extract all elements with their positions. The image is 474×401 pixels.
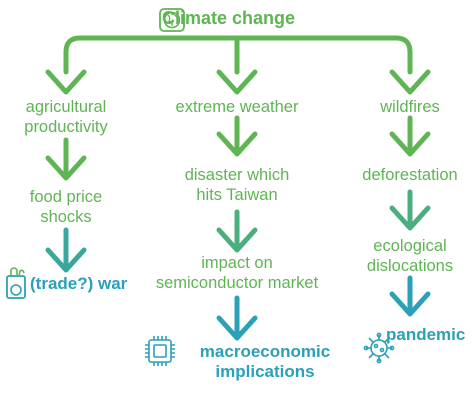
node-text-line: disaster which [184,166,290,184]
arrow-right-2 [389,115,431,157]
node-text-line: productivity [24,118,108,136]
arrow-left-2 [45,137,87,181]
arrow-middle-2 [216,115,258,157]
arrow-right-3 [389,189,431,231]
node-deforestation: deforestation [362,166,458,184]
node-text-line: macroeconomic [199,342,331,361]
node-text-line: impact on [201,254,273,272]
branch-bracket [63,35,413,75]
globe-icon [159,8,185,32]
arrow-right-1 [389,69,431,95]
node-text-line: agricultural [25,98,107,116]
outcome-macroeconomic-implications: macroeconomic implications [178,342,352,382]
arrow-right-4 [389,275,431,317]
fruit-basket-icon [6,267,26,299]
outcome-pandemic: pandemic [386,325,466,344]
node-text-line: semiconductor market [155,274,319,292]
node-agricultural-productivity: agricultural productivity [0,97,132,137]
arrow-left-3 [45,227,87,273]
arrow-middle-3 [216,209,258,253]
node-disaster-taiwan: disaster which hits Taiwan [150,165,324,205]
arrow-left-1 [45,69,87,95]
node-text-line: dislocations [366,257,454,275]
outcome-trade-war: (trade?) war [30,274,128,293]
node-text-line: ecological [373,237,447,255]
node-wildfires: wildfires [380,98,440,116]
node-semiconductor-impact: impact on semiconductor market [140,253,334,293]
node-food-price-shocks: food price shocks [0,187,132,227]
node-extreme-weather: extreme weather [175,98,299,116]
arrow-middle-1 [216,69,258,95]
diagram-title: Climate change [162,8,296,28]
node-ecological-dislocations: ecological dislocations [344,236,474,276]
node-text-line: shocks [40,208,92,226]
node-text-line: implications [215,362,315,381]
arrow-middle-4 [216,295,258,341]
node-text-line: hits Taiwan [196,186,278,204]
node-text-line: food price [29,188,103,206]
microchip-icon [145,336,175,366]
virus-icon [363,332,395,364]
